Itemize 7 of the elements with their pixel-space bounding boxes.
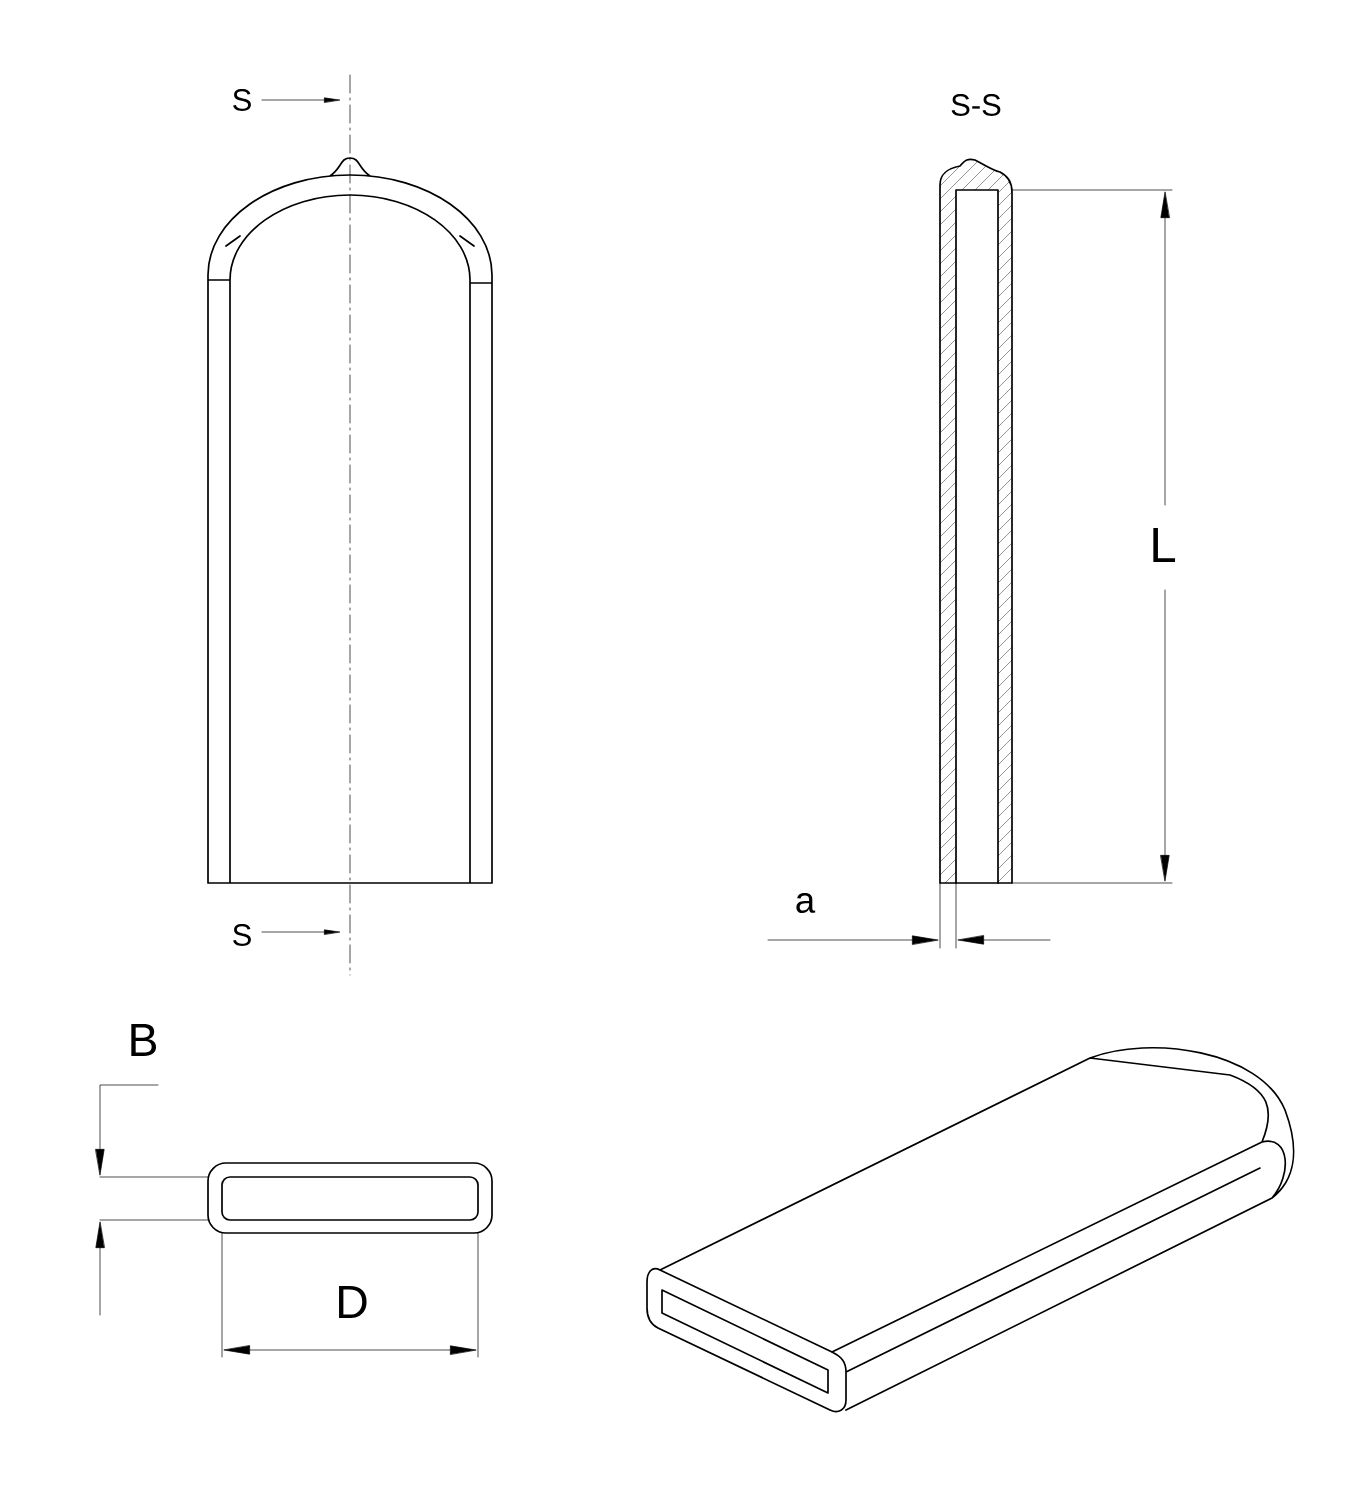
- section-label: S: [233, 89, 251, 111]
- dimension-label: L: [1153, 528, 1176, 562]
- dimension-label: a: [796, 893, 816, 913]
- section-label: S-S: [951, 94, 1001, 116]
- section-label: S: [233, 924, 251, 946]
- dimension-label: B: [131, 1024, 157, 1056]
- dimension-label: D: [339, 1286, 367, 1318]
